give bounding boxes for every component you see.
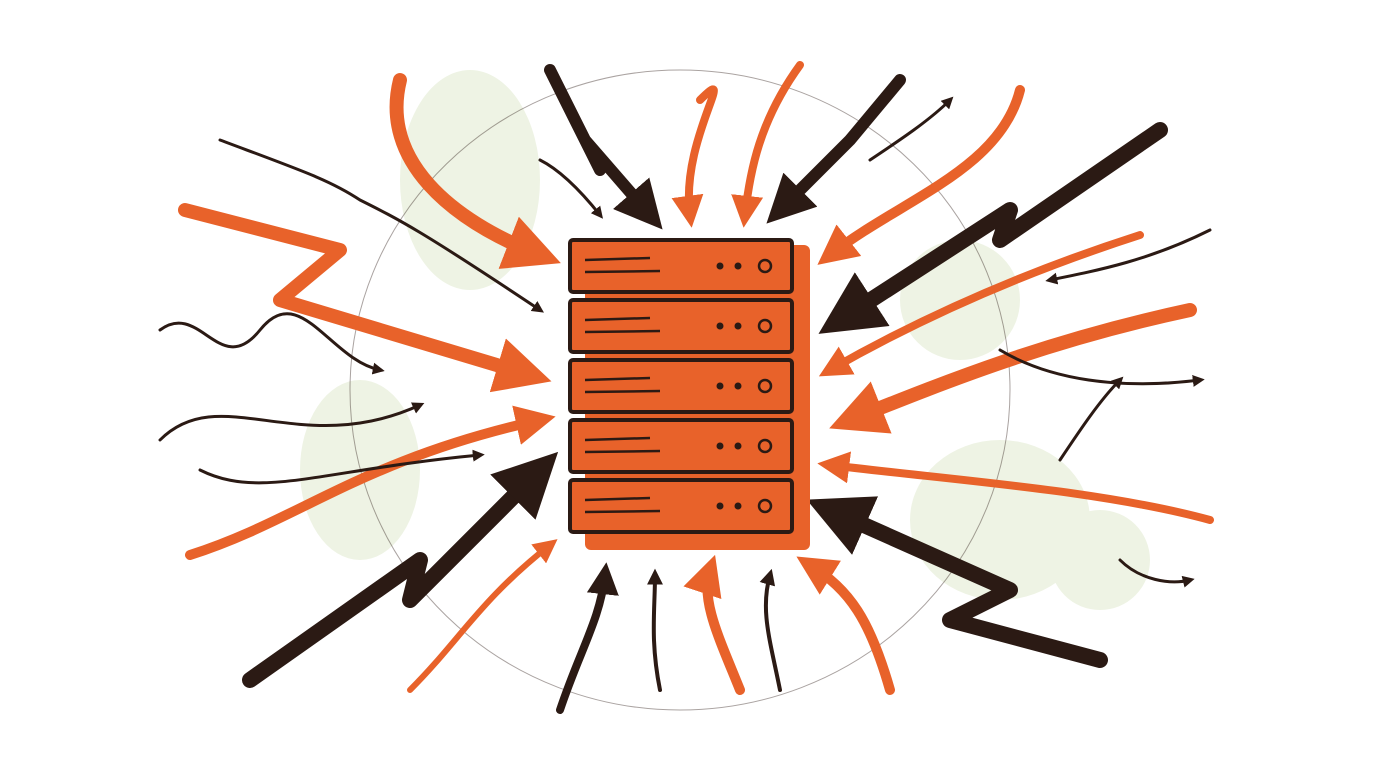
vent-lines <box>584 376 661 394</box>
arrow-icon <box>671 85 718 228</box>
status-led <box>734 442 742 450</box>
server-unit <box>568 418 794 474</box>
arrow-icon <box>556 562 619 714</box>
arrow-icon <box>868 96 954 162</box>
arrow-icon <box>1118 558 1195 588</box>
server-unit-body <box>568 298 794 354</box>
server-unit <box>568 298 794 354</box>
power-button-icon <box>757 318 773 334</box>
vent-lines <box>584 436 661 454</box>
lightning-arrow-icon <box>766 74 906 224</box>
server-unit <box>568 478 794 534</box>
arrow-icon <box>407 539 558 693</box>
arrow-icon <box>646 568 663 692</box>
halo-blob <box>1050 510 1150 610</box>
incoming-arrows <box>158 61 1214 714</box>
status-led <box>734 382 742 390</box>
lightning-arrow-icon <box>185 405 556 560</box>
lightning-arrow-icon <box>178 203 552 393</box>
arrow-icon <box>759 568 782 692</box>
status-led <box>716 262 724 270</box>
power-button-icon <box>757 378 773 394</box>
status-led <box>734 322 742 330</box>
arrow-icon <box>158 402 425 442</box>
server-unit <box>568 238 794 294</box>
server-rack-icon <box>568 238 810 550</box>
power-button-icon <box>757 258 773 274</box>
server-unit-body <box>568 358 794 414</box>
status-led <box>716 502 724 510</box>
lightning-arrow-icon <box>817 85 1025 265</box>
server-unit-body <box>568 418 794 474</box>
lightning-arrow-icon <box>829 303 1197 434</box>
lightning-arrow-icon <box>806 496 1108 668</box>
arrow-icon <box>817 451 1214 524</box>
arrow-icon <box>538 158 603 219</box>
arrow-icon <box>1058 376 1124 462</box>
arrow-icon <box>818 231 1144 377</box>
server-unit-body <box>568 478 794 534</box>
lightning-arrow-icon <box>818 122 1168 334</box>
arrow-icon <box>1045 228 1212 285</box>
halo-ring <box>349 69 1011 711</box>
lightning-arrow-icon <box>683 554 745 695</box>
status-led <box>734 502 742 510</box>
lightning-arrow-icon <box>242 451 559 688</box>
server-unit-body <box>568 238 794 294</box>
status-led <box>716 382 724 390</box>
vent-lines <box>584 256 661 274</box>
power-button-icon <box>757 438 773 454</box>
lightning-arrow-icon <box>389 73 561 269</box>
status-led <box>716 442 724 450</box>
arrow-icon <box>218 138 544 313</box>
power-button-icon <box>757 498 773 514</box>
arrow-icon <box>158 312 385 375</box>
vent-lines <box>584 316 661 334</box>
arrow-icon <box>998 348 1205 387</box>
lightning-arrow-icon <box>796 556 895 695</box>
server-unit <box>568 358 794 414</box>
status-led <box>716 322 724 330</box>
status-led <box>734 262 742 270</box>
arrow-icon <box>731 61 804 228</box>
arrow-icon <box>198 449 485 485</box>
vent-lines <box>584 496 661 514</box>
lightning-arrow-icon <box>544 64 663 230</box>
